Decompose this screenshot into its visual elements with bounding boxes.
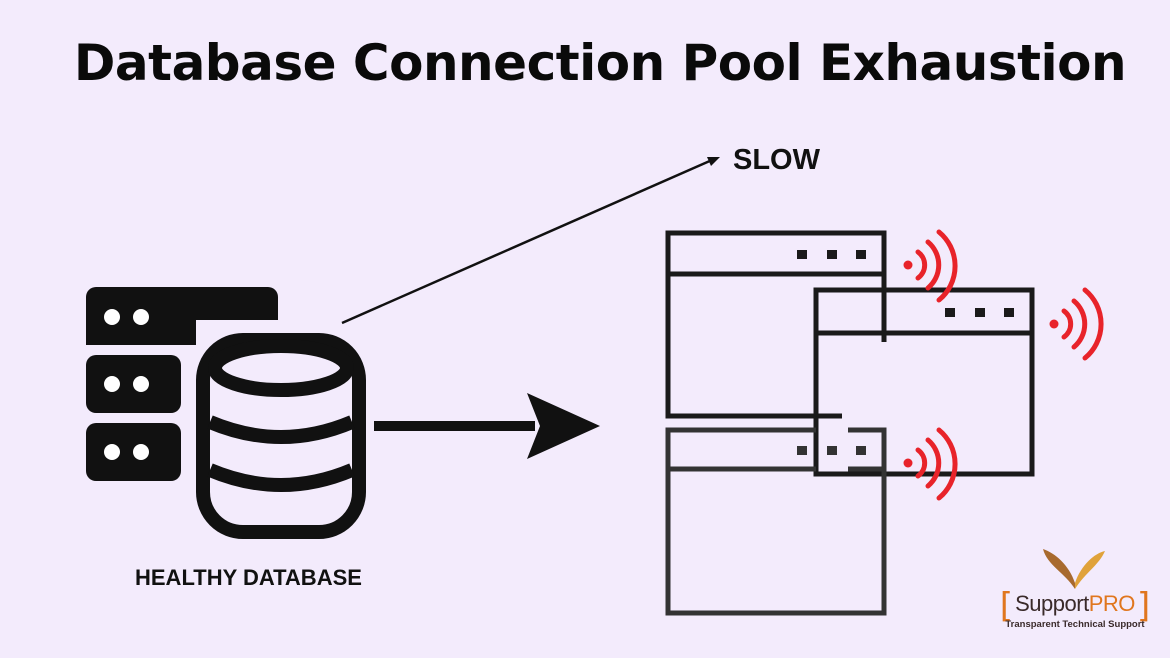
slow-label: SLOW [733, 144, 820, 176]
browser-window-icon [665, 427, 887, 616]
browser-window-icon [665, 230, 887, 419]
logo-tagline: Transparent Technical Support [1005, 619, 1145, 630]
wifi-signal-icon [1049, 287, 1104, 361]
logo-name-accent: PRO [1088, 591, 1136, 616]
wifi-signal-icon [903, 229, 958, 303]
database-cylinder-icon [196, 333, 366, 539]
page-title: Database Connection Pool Exhaustion [73, 34, 1127, 92]
wifi-signal-icon [903, 427, 958, 501]
healthy-database-label: HEALTHY DATABASE [135, 565, 362, 590]
supportpro-logo: [ ] SupportPRO Transparent Technical Sup… [995, 543, 1155, 638]
logo-bracket-left: [ [995, 586, 1016, 626]
butterfly-logo-icon [1043, 549, 1105, 589]
main-arrow [374, 393, 600, 459]
slow-arrow [341, 157, 720, 325]
server-stack-icon [86, 287, 278, 481]
logo-name-main: Support [1015, 591, 1089, 616]
browser-window-icon [813, 287, 1035, 477]
logo-bracket-right: ] [1134, 586, 1155, 626]
logo-wordmark: SupportPRO [1003, 591, 1147, 617]
